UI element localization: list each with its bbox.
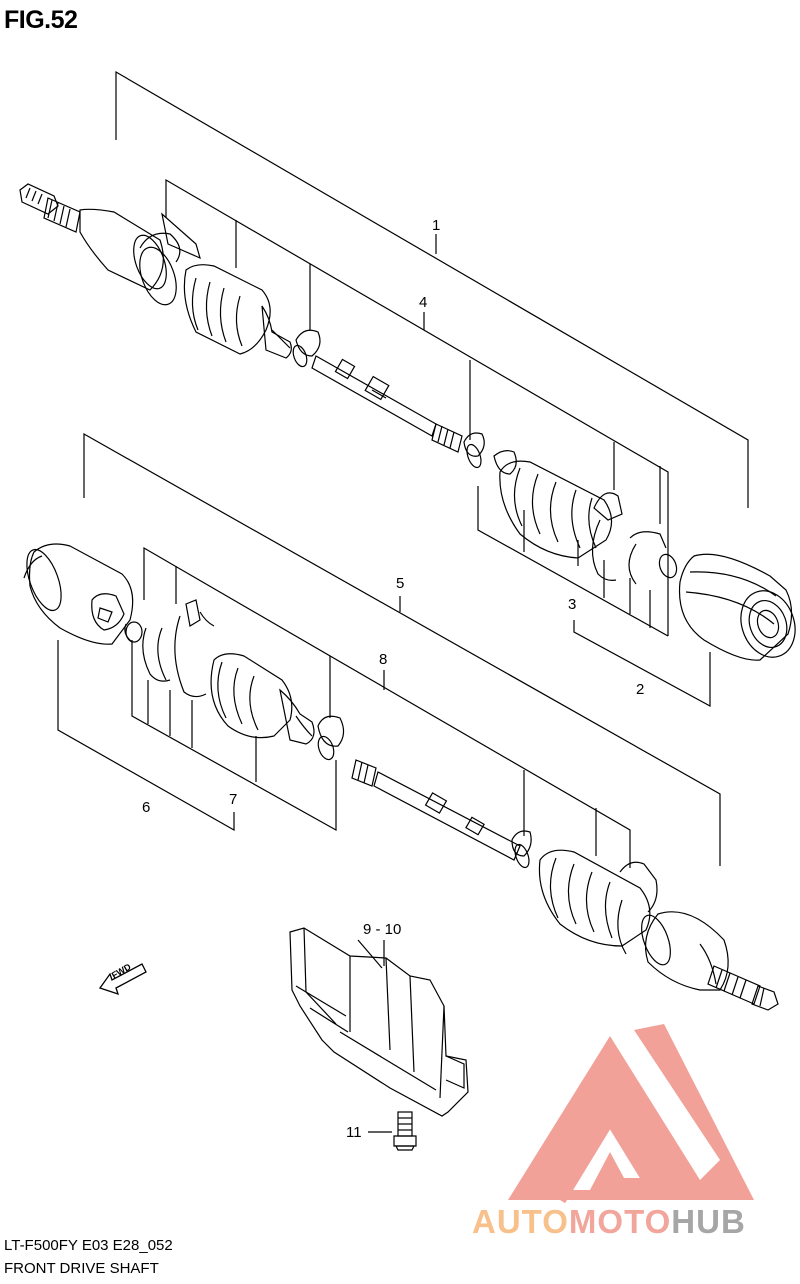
automotohub-logo-icon	[508, 1024, 754, 1204]
watermark-hub: HUB	[671, 1203, 746, 1240]
bracket-group-8	[143, 546, 631, 868]
bracket-group-7	[131, 640, 337, 832]
callout-3: 3	[568, 596, 577, 613]
upper-drive-shaft	[19, 183, 796, 661]
section-name: FRONT DRIVE SHAFT	[4, 1260, 159, 1277]
callout-2: 2	[636, 681, 645, 698]
lower-drive-shaft	[23, 543, 779, 1011]
callout-4: 4	[419, 294, 428, 311]
fwd-arrow-icon	[98, 963, 147, 996]
callout-5: 5	[396, 575, 405, 592]
bracket-group-3	[477, 486, 669, 637]
bracket-group-5	[83, 432, 721, 866]
callout-6: 6	[142, 799, 151, 816]
watermark-text: AUTOMOTOHUB	[472, 1203, 746, 1241]
figure-title: FIG.52	[4, 6, 78, 34]
bracket-group-4	[165, 178, 669, 636]
callout-8: 8	[379, 651, 388, 668]
watermark-auto: AUTO	[472, 1203, 569, 1240]
callout-1: 1	[432, 217, 441, 234]
bracket-group-1	[115, 70, 749, 508]
callout-7: 7	[229, 791, 238, 808]
model-code: LT-F500FY E03 E28_052	[4, 1237, 173, 1254]
watermark-moto: MOTO	[568, 1203, 672, 1240]
callout-11: 11	[346, 1124, 362, 1141]
bracket-group-2	[573, 620, 711, 708]
guard-plate	[289, 927, 469, 1117]
bracket-group-6	[57, 640, 235, 832]
bolt	[368, 1111, 417, 1151]
callout-9-10: 9 - 10	[363, 921, 402, 938]
